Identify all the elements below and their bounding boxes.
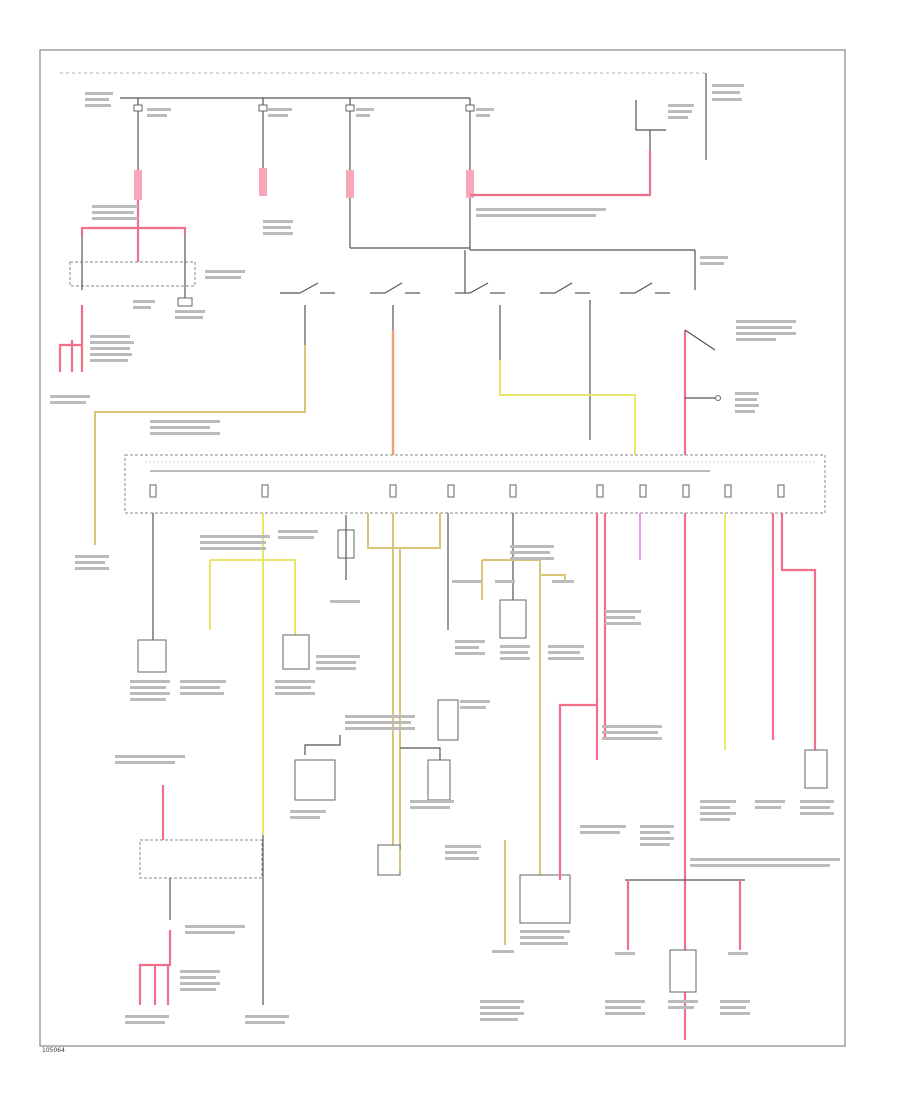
- feed-wires: [94, 329, 721, 545]
- switch-row: [280, 249, 696, 440]
- switch-1: [280, 282, 335, 345]
- switch-3: [455, 282, 505, 360]
- switch-2: [370, 282, 420, 330]
- top-fuse-group: [120, 73, 707, 250]
- fuse-block: [124, 454, 826, 514]
- lower-wires: [137, 513, 828, 1040]
- left-junction-group: [58, 200, 196, 372]
- label-marks: [50, 84, 840, 1024]
- switch-5: [620, 282, 670, 294]
- diagram-frame: [39, 49, 846, 1047]
- switch-4: [540, 282, 591, 440]
- figure-code: 105064: [42, 1047, 65, 1054]
